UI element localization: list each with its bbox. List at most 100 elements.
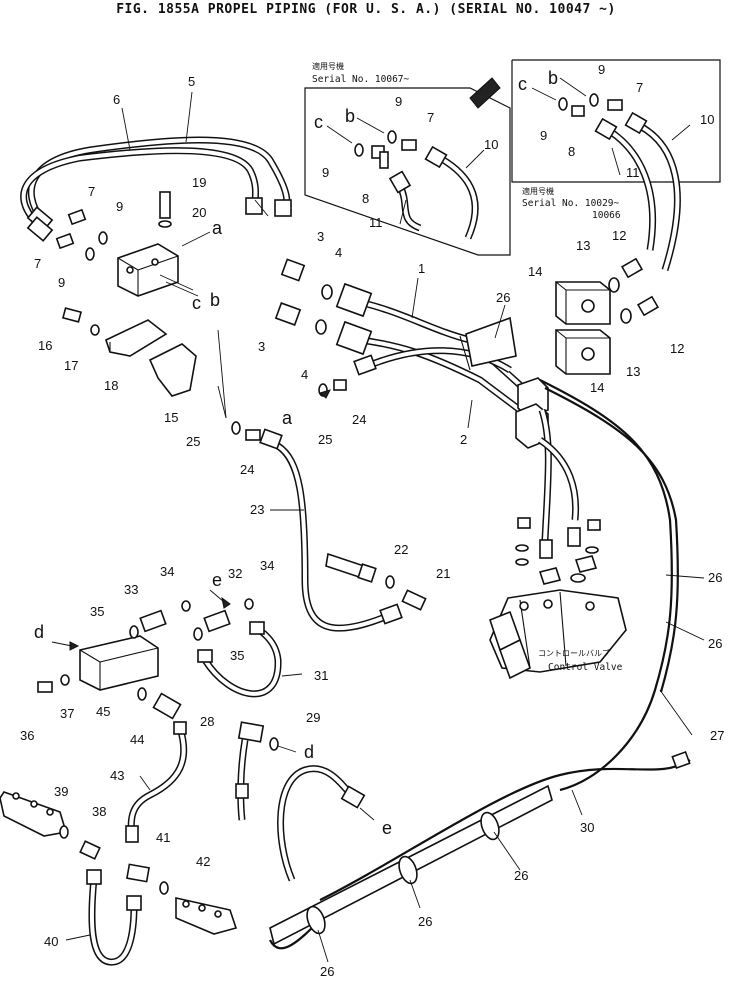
label-part-10-inset-right: 10 xyxy=(700,112,714,127)
label-part-17: 17 xyxy=(64,358,78,373)
label-part-26-return-lower: 26 xyxy=(708,636,722,651)
label-part-4-lower: 4 xyxy=(301,367,308,382)
label-part-25: 25 xyxy=(318,432,332,447)
label-part-13-lower: 13 xyxy=(626,364,640,379)
label-part-36: 36 xyxy=(20,728,34,743)
label-part-4: 4 xyxy=(335,245,342,260)
label-part-26-clamp-right: 26 xyxy=(514,868,528,883)
label-part-5: 5 xyxy=(188,74,195,89)
label-part-8-inset-right: 8 xyxy=(568,144,575,159)
connection-arrows xyxy=(51,389,375,821)
inset-right-serial-from: Serial No. 10029~ xyxy=(522,198,620,209)
label-part-12-lower: 12 xyxy=(670,341,684,356)
label-part-12: 12 xyxy=(612,228,626,243)
label-part-14: 14 xyxy=(528,264,542,279)
label-part-9-inset-left: 9 xyxy=(322,165,329,180)
label-part-7-inset-right: 7 xyxy=(636,80,643,95)
label-part-11-inset-left: 11 xyxy=(369,215,383,230)
block-14-upper xyxy=(555,281,611,325)
connection-letter-d-left: d xyxy=(34,622,44,642)
label-part-3: 3 xyxy=(317,229,324,244)
label-part-20: 20 xyxy=(192,205,206,220)
label-part-2: 2 xyxy=(460,432,467,447)
label-part-15: 15 xyxy=(164,410,178,425)
inset-left-serial: Serial No. 10067~ xyxy=(312,74,410,85)
label-part-18: 18 xyxy=(104,378,118,393)
label-part-8-inset-left: 8 xyxy=(362,191,369,206)
elbow-fittings-3 xyxy=(274,258,306,326)
label-part-41: 41 xyxy=(156,830,170,845)
inset-arrow xyxy=(469,77,501,109)
block-14-lower xyxy=(555,329,611,375)
distribution-block-39 xyxy=(0,791,68,837)
label-part-10-inset-left: 10 xyxy=(484,137,498,152)
connection-letter-b-inset-left: b xyxy=(345,106,355,126)
connection-letter-c-inset-left: c xyxy=(314,112,323,132)
label-part-9: 9 xyxy=(116,199,123,214)
label-part-7-inset-left: 7 xyxy=(427,110,434,125)
label-part-21: 21 xyxy=(436,566,450,581)
leader-lines xyxy=(65,91,705,963)
label-part-9-lower: 9 xyxy=(58,275,65,290)
pipes-1-2 xyxy=(335,282,523,413)
label-part-9-inset-right: 9 xyxy=(540,128,547,143)
manifold-block-abc xyxy=(117,243,179,297)
label-part-28: 28 xyxy=(200,714,214,729)
label-part-25-lower: 25 xyxy=(186,434,200,449)
label-part-27: 27 xyxy=(710,728,724,743)
label-part-7-lower: 7 xyxy=(34,256,41,271)
label-part-40: 40 xyxy=(44,934,58,949)
pipe-22 xyxy=(325,552,377,583)
label-part-44: 44 xyxy=(130,732,144,747)
connection-letter-e-top: e xyxy=(212,570,222,590)
label-part-33: 33 xyxy=(124,582,138,597)
label-part-37: 37 xyxy=(60,706,74,721)
control-valve: コントロールバルブ Control Valve xyxy=(489,589,627,680)
connection-letter-a-top: a xyxy=(212,218,223,238)
label-part-29: 29 xyxy=(306,710,320,725)
label-part-30: 30 xyxy=(580,820,594,835)
label-part-7: 7 xyxy=(88,184,95,199)
distribution-block-42 xyxy=(175,897,238,935)
label-part-3-lower: 3 xyxy=(258,339,265,354)
label-part-24-lower: 24 xyxy=(240,462,254,477)
bracket-18 xyxy=(105,319,168,357)
label-part-38: 38 xyxy=(92,804,106,819)
manifold-block-de xyxy=(79,635,159,691)
label-part-39: 39 xyxy=(54,784,68,799)
connection-letter-d-right: d xyxy=(304,742,314,762)
label-part-34-right: 34 xyxy=(260,558,274,573)
label-part-22: 22 xyxy=(394,542,408,557)
control-valve-jp-label: コントロールバルブ xyxy=(538,648,610,658)
label-part-26-return-upper: 26 xyxy=(708,570,722,585)
hose-5-6-loop xyxy=(20,136,292,242)
label-part-31: 31 xyxy=(314,668,328,683)
inset-right-jp-label: 適用号機 xyxy=(522,186,554,196)
label-part-26-clamp-mid: 26 xyxy=(418,914,432,929)
control-valve-label: Control Valve xyxy=(548,662,623,673)
connection-letter-b-inset-right: b xyxy=(548,68,558,88)
label-part-42: 42 xyxy=(196,854,210,869)
label-part-1: 1 xyxy=(418,261,425,276)
connection-letter-c-top: c xyxy=(192,293,201,313)
label-part-23: 23 xyxy=(250,502,264,517)
label-part-13: 13 xyxy=(576,238,590,253)
label-part-26-clamp-left: 26 xyxy=(320,964,334,979)
label-part-11-inset-right: 11 xyxy=(626,165,640,180)
label-part-14-lower: 14 xyxy=(590,380,604,395)
connection-letter-e-lower: e xyxy=(382,818,392,838)
label-part-9-inset-left-top: 9 xyxy=(395,94,402,109)
bracket-15 xyxy=(148,343,197,397)
label-part-43: 43 xyxy=(110,768,124,783)
connection-letter-c-inset-right: c xyxy=(518,74,527,94)
label-part-24: 24 xyxy=(352,412,366,427)
label-part-9-inset-right-top: 9 xyxy=(598,62,605,77)
inset-left-jp-label: 適用号機 xyxy=(312,61,344,71)
connection-letter-a-lower: a xyxy=(282,408,293,428)
label-part-26-pipes: 26 xyxy=(496,290,510,305)
return-line-27 xyxy=(539,379,673,792)
label-part-6: 6 xyxy=(113,92,120,107)
inset-serial-10029-10066: 適用号機 Serial No. 10029~ 10066 xyxy=(511,59,721,272)
label-part-35: 35 xyxy=(90,604,104,619)
